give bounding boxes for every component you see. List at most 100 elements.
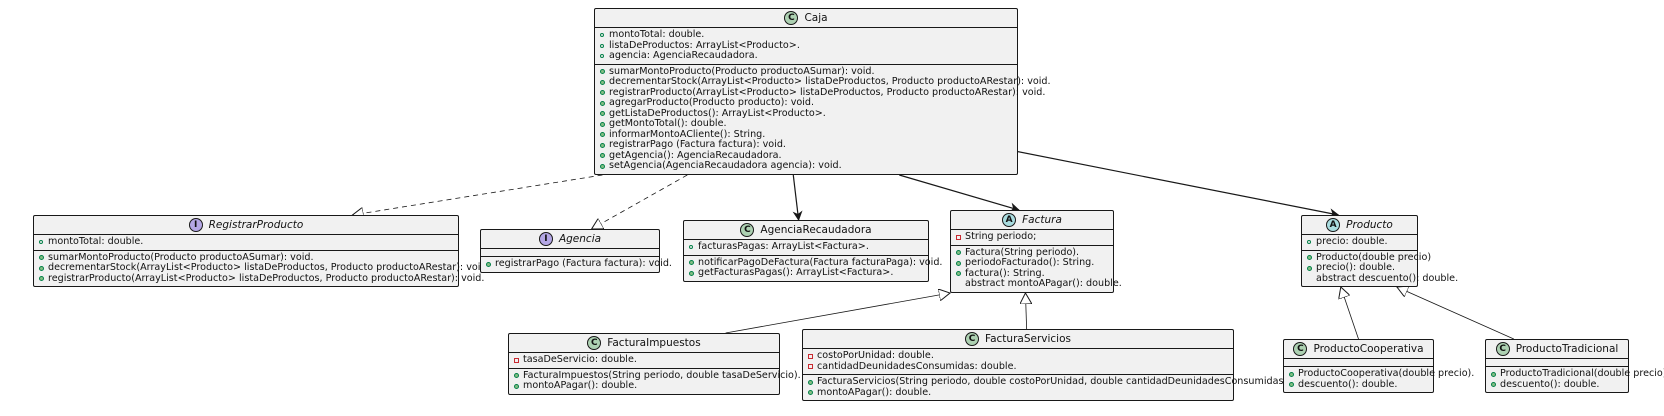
fields-section: costoPorUnidad: double.cantidadDeunidade…	[803, 349, 1233, 374]
method-text: precio(): double.	[1316, 262, 1396, 273]
methods-section: FacturaImpuestos(String periodo, double …	[509, 367, 801, 394]
field-row: tasaDeServicio: double.	[514, 354, 774, 366]
public-visibility-icon	[600, 90, 609, 95]
inheritance-line-facturaimpuestos-to-factura	[725, 293, 950, 334]
method-row: descuento(): double.	[1289, 378, 1428, 391]
fields-section	[1486, 359, 1628, 366]
public-visibility-icon	[1491, 382, 1500, 387]
field-text: cantidadDeunidadesConsumidas: double.	[817, 360, 1017, 372]
class-name: Producto	[1346, 218, 1393, 231]
method-row: getMontoTotal(): double.	[600, 118, 1012, 130]
method-row: decrementarStock(ArrayList<Producto> lis…	[600, 76, 1051, 88]
field-text: String periodo;	[965, 231, 1037, 242]
field-row: listaDeProductos: ArrayList<Producto>.	[600, 39, 1012, 52]
methods-section: Producto(double precio)precio(): double.…	[1302, 249, 1458, 287]
methods-section: notificarPagoDeFactura(Factura facturaPa…	[684, 254, 942, 281]
method-row: abstract montoAPagar(): double.	[956, 278, 1122, 290]
class-name: Agencia	[558, 232, 602, 245]
field-row: String periodo;	[956, 231, 1108, 243]
fields-section: facturasPagas: ArrayList<Factura>.	[684, 240, 928, 255]
field-row: agencia: AgenciaRecaudadora.	[600, 50, 1012, 62]
fields-section: montoTotal: double.	[34, 235, 458, 250]
method-text: sumarMontoProducto(Producto productoASum…	[609, 65, 875, 77]
method-row: precio(): double.	[1307, 262, 1412, 274]
method-text: setAgencia(AgenciaRecaudadora agencia): …	[609, 160, 842, 171]
method-text: montoAPagar(): double.	[817, 386, 932, 398]
method-row: registrarPago (Factura factura): void.	[486, 258, 672, 270]
public-visibility-icon	[808, 390, 817, 395]
class-name: Factura	[1022, 213, 1062, 226]
public-visibility-icon	[600, 101, 609, 106]
method-text: registrarPago (Factura factura): void.	[495, 258, 672, 269]
public-visibility-icon	[1307, 266, 1316, 271]
method-text: FacturaImpuestos(String periodo, double …	[523, 369, 801, 381]
method-text: FacturaServicios(String periodo, double …	[817, 376, 1297, 387]
public-visibility-icon	[1289, 372, 1298, 377]
association-line-caja-to-producto	[992, 146, 1340, 219]
method-text: ProductoCooperativa(double precio).	[1298, 368, 1475, 379]
method-text: sumarMontoProducto(Producto productoASum…	[48, 251, 314, 263]
public-visibility-icon	[600, 44, 609, 48]
field-row: montoTotal: double.	[39, 236, 453, 248]
method-row: informarMontoACliente(): String.	[600, 128, 1012, 141]
field-text: montoTotal: double.	[609, 29, 705, 40]
public-visibility-icon	[486, 262, 495, 267]
class-header: C ProductoCooperativa	[1284, 340, 1433, 359]
field-text: agencia: AgenciaRecaudadora.	[609, 50, 758, 61]
class-name: Caja	[804, 11, 828, 24]
method-text: factura(): String.	[965, 267, 1045, 279]
methods-section: Factura(String periodo).periodoFacturado…	[951, 244, 1122, 292]
class-header: A Producto	[1302, 216, 1417, 235]
public-visibility-icon	[600, 80, 609, 85]
field-text: tasaDeServicio: double.	[523, 354, 637, 365]
method-text: Producto(double precio)	[1316, 251, 1432, 263]
public-visibility-icon	[956, 261, 965, 266]
method-row: FacturaServicios(String periodo, double …	[808, 376, 1296, 388]
method-row: ProductoTradicional(double precio).	[1491, 368, 1664, 380]
method-text: getListaDeProductos(): ArrayList<Product…	[609, 107, 826, 119]
fields-section: tasaDeServicio: double.	[509, 353, 779, 368]
method-row: decrementarStock(ArrayList<Producto> lis…	[39, 262, 490, 274]
method-row: getListaDeProductos(): ArrayList<Product…	[600, 107, 1012, 120]
public-visibility-icon	[600, 54, 609, 58]
class-badge-icon: C	[1293, 342, 1308, 356]
method-row: sumarMontoProducto(Producto productoASum…	[39, 251, 453, 264]
public-visibility-icon	[600, 132, 609, 137]
methods-section: sumarMontoProducto(Producto productoASum…	[595, 63, 1051, 174]
field-text: facturasPagas: ArrayList<Factura>.	[698, 241, 869, 252]
class-name: ProductoCooperativa	[1313, 342, 1424, 355]
public-visibility-icon	[808, 380, 817, 385]
method-text: informarMontoACliente(): String.	[609, 128, 766, 140]
method-text: descuento(): double.	[1298, 378, 1398, 390]
method-row: getFacturasPagas(): ArrayList<Factura>.	[689, 267, 923, 279]
public-visibility-icon	[39, 266, 48, 271]
method-text: ProductoTradicional(double precio).	[1500, 368, 1664, 379]
fields-section	[1284, 359, 1433, 366]
public-visibility-icon	[600, 33, 609, 37]
methods-section: ProductoTradicional(double precio).descu…	[1486, 366, 1664, 392]
method-text: abstract descuento(): double.	[1316, 272, 1459, 284]
method-row: periodoFacturado(): String.	[956, 257, 1108, 269]
field-row: facturasPagas: ArrayList<Factura>.	[689, 241, 923, 253]
field-text: listaDeProductos: ArrayList<Producto>.	[609, 39, 800, 51]
abstract-badge-icon: A	[1002, 213, 1017, 227]
method-row: registrarProducto(ArrayList<Producto> li…	[39, 273, 484, 285]
fields-section: montoTotal: double.listaDeProductos: Arr…	[595, 28, 1017, 64]
method-text: getMontoTotal(): double.	[609, 118, 727, 129]
field-text: montoTotal: double.	[48, 236, 144, 247]
field-row: precio: double.	[1307, 236, 1412, 248]
public-visibility-icon	[514, 384, 523, 389]
inheritance-line-productocooperativa-to-producto	[1341, 287, 1359, 340]
abstract-badge-icon: A	[1326, 218, 1341, 232]
method-text: periodoFacturado(): String.	[965, 257, 1095, 268]
method-text: abstract montoAPagar(): double.	[965, 278, 1122, 289]
method-row: registrarPago (Factura factura): void.	[600, 139, 1012, 151]
method-row: factura(): String.	[956, 267, 1108, 280]
